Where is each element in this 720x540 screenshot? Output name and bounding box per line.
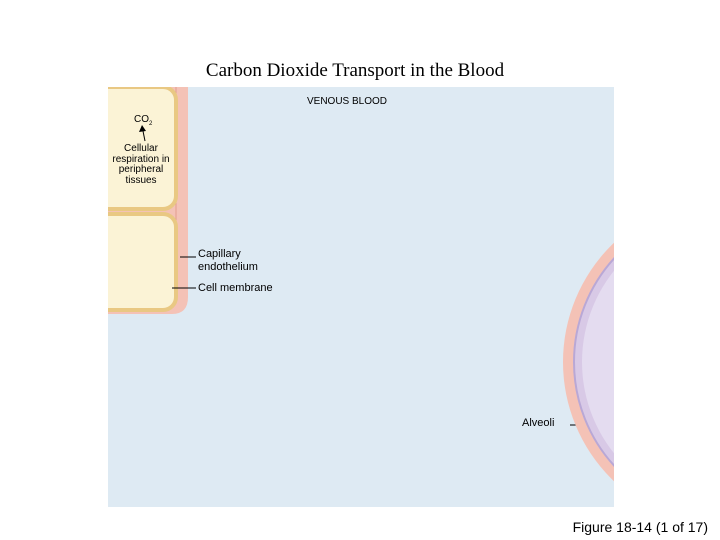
co2-label: CO2 bbox=[134, 114, 152, 127]
tissue-cell-upper bbox=[108, 87, 178, 211]
co2-arrowhead bbox=[139, 125, 146, 132]
cell-membrane-label: Cell membrane bbox=[198, 282, 273, 294]
diagram-illustration bbox=[108, 87, 614, 482]
co2-text: CO bbox=[134, 114, 149, 125]
co2-subscript: 2 bbox=[149, 121, 153, 127]
venous-blood-label: VENOUS BLOOD bbox=[307, 96, 388, 107]
cellular-respiration-label: Cellular respiration in peripheral tissu… bbox=[112, 143, 170, 186]
page-title: Carbon Dioxide Transport in the Blood bbox=[205, 60, 505, 81]
capillary-endothelium-label: Capillary endothelium bbox=[198, 248, 258, 273]
tissue-cell-lower bbox=[108, 212, 178, 312]
figure-caption: Figure 18-14 (1 of 17) bbox=[572, 519, 708, 535]
diagram-panel: VENOUS BLOOD CO2 Cellular respiration in… bbox=[108, 87, 614, 507]
alveoli-label: Alveoli bbox=[522, 417, 555, 429]
co2-arrow bbox=[142, 130, 146, 142]
alveolus-air-space bbox=[582, 270, 614, 454]
